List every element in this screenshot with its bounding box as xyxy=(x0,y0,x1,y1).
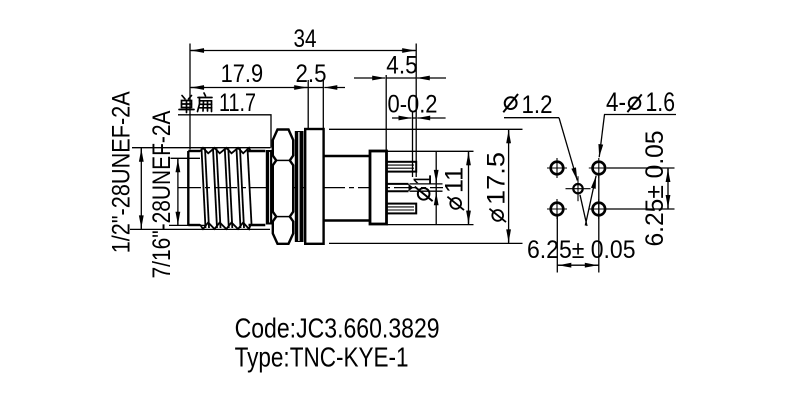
svg-text:34: 34 xyxy=(294,25,317,53)
svg-text:1/2"-28UNEF-2A: 1/2"-28UNEF-2A xyxy=(108,91,136,253)
svg-text:11.7: 11.7 xyxy=(219,89,256,117)
svg-text:1: 1 xyxy=(409,175,437,186)
svg-text:1.2: 1.2 xyxy=(522,91,553,119)
svg-text:7/16"-28UNEF-2A: 7/16"-28UNEF-2A xyxy=(148,110,176,278)
svg-text:1.6: 1.6 xyxy=(646,87,676,117)
svg-text:6.25± 0.05: 6.25± 0.05 xyxy=(641,131,669,247)
svg-text:17.5: 17.5 xyxy=(483,152,511,205)
svg-text:17.9: 17.9 xyxy=(221,60,264,88)
svg-text:4.5: 4.5 xyxy=(386,52,417,80)
svg-text:2.5: 2.5 xyxy=(296,60,327,88)
svg-text:6.25± 0.05: 6.25± 0.05 xyxy=(527,236,636,264)
svg-text:Code:JC3.660.3829: Code:JC3.660.3829 xyxy=(235,312,440,343)
svg-text:4-: 4- xyxy=(606,87,626,117)
svg-text:11: 11 xyxy=(441,167,469,193)
svg-text:0-0.2: 0-0.2 xyxy=(388,91,438,119)
svg-text:Type:TNC-KYE-1: Type:TNC-KYE-1 xyxy=(235,342,409,373)
